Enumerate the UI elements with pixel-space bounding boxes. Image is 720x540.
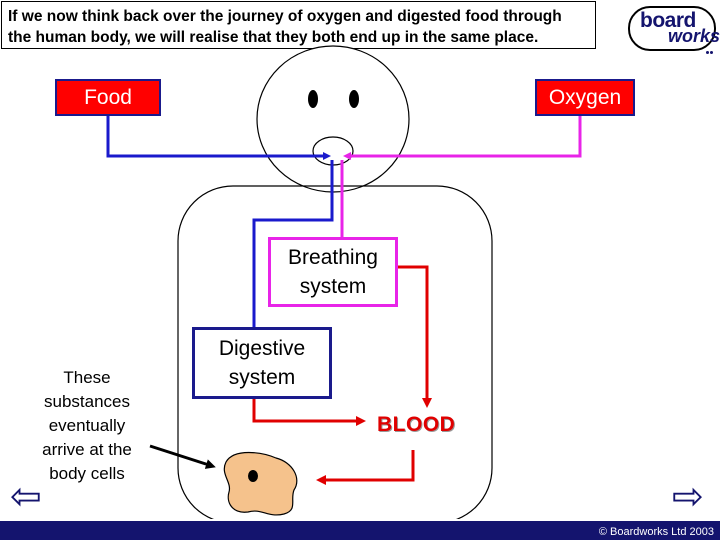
oxygen-box: Oxygen bbox=[535, 79, 635, 116]
info-line: body cells bbox=[49, 464, 125, 483]
cells-info-text: These substances eventually arrive at th… bbox=[22, 366, 152, 486]
logo-word-board: board bbox=[640, 9, 696, 32]
food-path-down bbox=[252, 160, 334, 327]
info-line: These bbox=[63, 368, 111, 387]
boardworks-logo: board works bbox=[628, 6, 720, 54]
food-path bbox=[106, 115, 331, 160]
right-eye bbox=[349, 90, 359, 108]
footer-bar bbox=[0, 521, 720, 540]
digestive-label-line-1: Digestive bbox=[218, 337, 306, 360]
cell-pointer-arrow bbox=[149, 444, 216, 469]
blood-to-cell-arrow bbox=[316, 450, 415, 485]
breathing-label-line-1: Breathing bbox=[288, 246, 378, 269]
food-box: Food bbox=[55, 79, 161, 116]
body-cell bbox=[223, 451, 298, 516]
title-line-1: If we now think back over the journey of… bbox=[8, 8, 562, 25]
food-label: Food bbox=[84, 86, 132, 109]
forward-arrow-icon[interactable]: ⇨ bbox=[672, 476, 704, 518]
logo-word-works: works bbox=[668, 26, 720, 46]
digestive-system-box: Digestive system bbox=[192, 327, 332, 399]
oxygen-label: Oxygen bbox=[548, 86, 622, 109]
cell-nucleus bbox=[248, 470, 258, 482]
footer-divider bbox=[0, 519, 720, 521]
breathing-label-line-2: system bbox=[299, 275, 367, 298]
breathing-system-box: Breathing system bbox=[268, 237, 398, 307]
info-line: eventually bbox=[48, 416, 126, 435]
blood-label: BLOOD bbox=[377, 413, 456, 436]
copyright-text: © Boardworks Ltd 2003 bbox=[598, 526, 714, 538]
back-arrow-icon[interactable]: ⇦ bbox=[10, 476, 42, 518]
title-line-2: the human body, we will realise that the… bbox=[8, 29, 539, 46]
digestive-to-blood-arrow bbox=[252, 399, 366, 426]
breathing-to-blood-arrow bbox=[398, 265, 432, 408]
info-line: arrive at the bbox=[42, 440, 132, 459]
title-box: If we now think back over the journey of… bbox=[1, 1, 596, 49]
info-line: substances bbox=[44, 392, 130, 411]
logo-dots bbox=[706, 41, 716, 54]
left-eye bbox=[308, 90, 318, 108]
oxygen-path bbox=[343, 115, 582, 160]
digestive-label-line-2: system bbox=[228, 366, 296, 389]
